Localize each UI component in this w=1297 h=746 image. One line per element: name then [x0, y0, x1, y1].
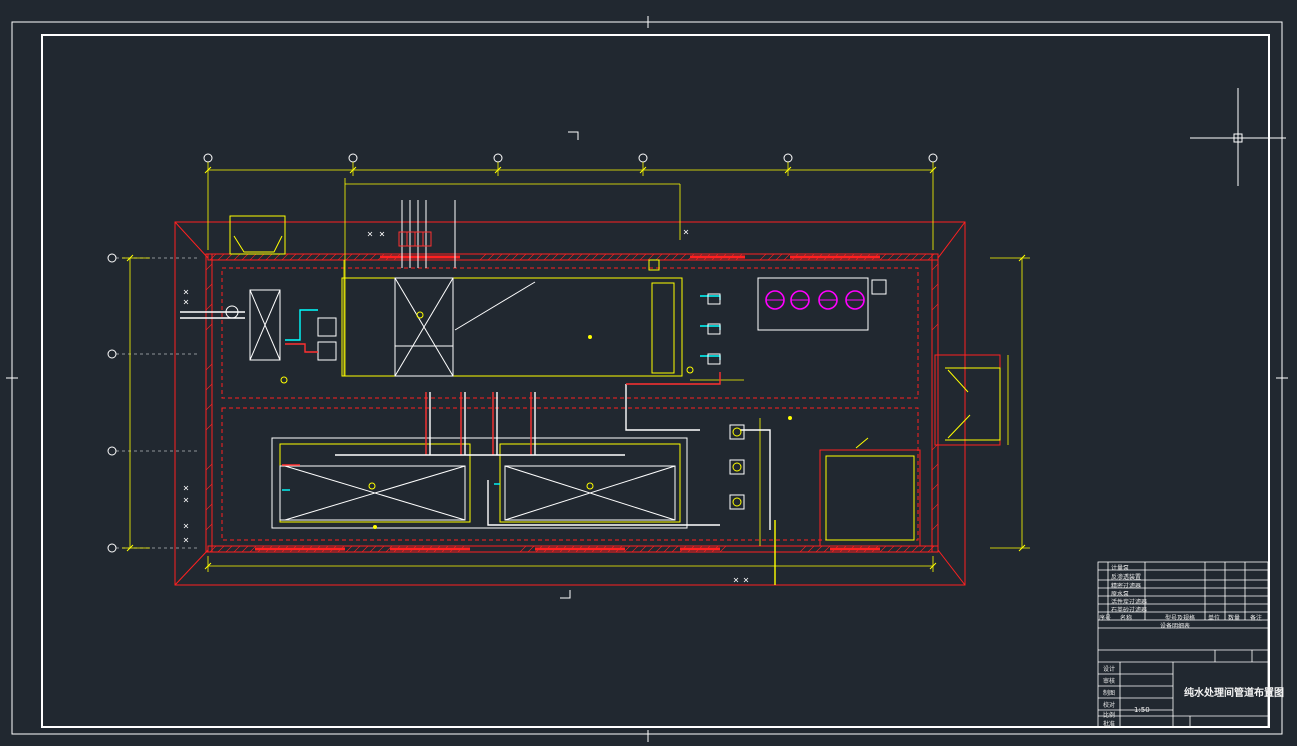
- building-outline: [174, 221, 966, 586]
- drawing-title: 纯水处理间管道布置图: [1184, 688, 1284, 699]
- support-marks: [183, 229, 749, 583]
- annotation-dots: [280, 311, 792, 529]
- table-header-no: 序号: [1099, 615, 1112, 622]
- grid-axes-top: [107, 153, 938, 553]
- signature-draw: 制图: [1103, 690, 1116, 697]
- tank-bottom-row: [271, 437, 688, 529]
- dimension-lines: [122, 162, 1030, 572]
- table-header-spec: 型号及规格: [1165, 615, 1196, 622]
- right-annex: [819, 354, 1001, 547]
- table-header-unit: 单位: [1208, 615, 1221, 622]
- tank-top-row: [249, 277, 683, 377]
- signature-review: 审核: [1103, 678, 1116, 685]
- interior-dashed-lines: [221, 267, 919, 541]
- valves: [225, 259, 745, 510]
- cursor-crosshair: [1190, 88, 1286, 186]
- piping: [180, 295, 776, 585]
- table-row-6-name: 石英砂过滤器: [1111, 607, 1148, 614]
- table-row-4-name: 原水泵: [1111, 591, 1130, 598]
- table-row-5-name: 活性炭过滤器: [1111, 599, 1148, 606]
- table-row-1-name: 计量泵: [1111, 565, 1130, 572]
- table-header-qty: 数量: [1228, 615, 1241, 622]
- equipment-table-label: 设备明细表: [1160, 623, 1191, 630]
- table-row-2-name: 反渗透装置: [1111, 574, 1142, 581]
- walls: [205, 253, 939, 553]
- signature-scale: 比例: [1103, 712, 1116, 719]
- table-header-note: 备注: [1250, 615, 1263, 622]
- dimension-ticks: [126, 166, 1026, 570]
- signature-design: 设计: [1103, 666, 1116, 673]
- drawing-scale: 1:50: [1134, 706, 1150, 714]
- signature-check: 校对: [1103, 702, 1116, 709]
- section-mark-top: [568, 131, 579, 140]
- pump-group: [757, 277, 887, 331]
- shed-top-left: [229, 215, 286, 255]
- sheet-outer-border: [11, 21, 1283, 735]
- sheet-inner-border: [41, 34, 1270, 728]
- signature-approve: 批准: [1103, 721, 1116, 728]
- section-mark-bottom: [560, 590, 571, 599]
- title-block: [1097, 561, 1269, 728]
- riser-pipes: [398, 200, 456, 268]
- table-row-3-name: 精密过滤器: [1111, 583, 1142, 590]
- table-header-name: 名称: [1120, 615, 1133, 622]
